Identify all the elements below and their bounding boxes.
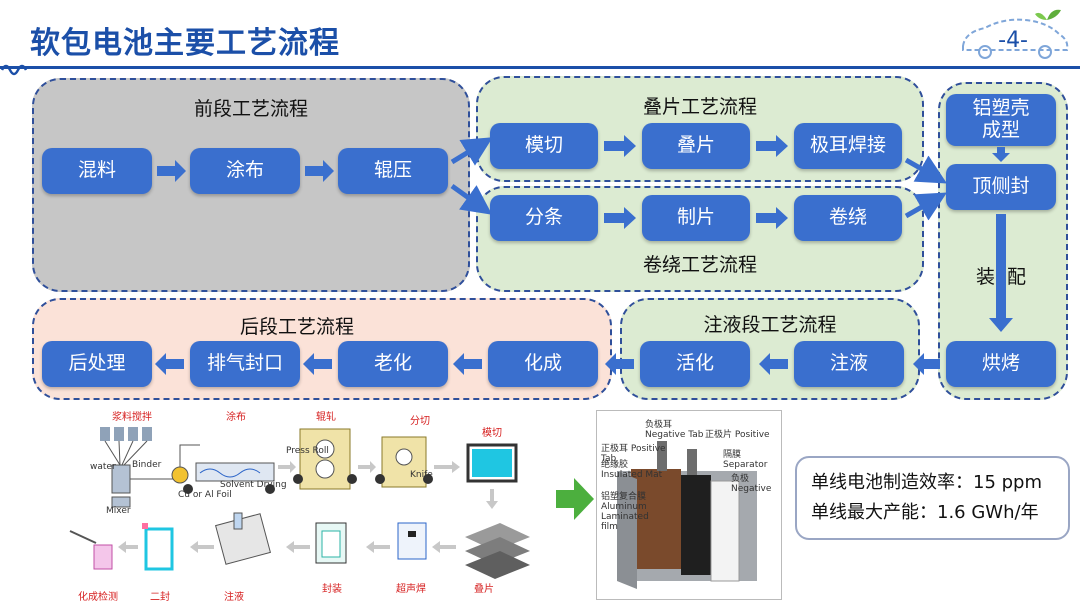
packaging-illustration <box>315 522 347 564</box>
step-aging[interactable]: 老化 <box>338 341 448 387</box>
step-formation[interactable]: 化成 <box>488 341 598 387</box>
arrow-left-icon <box>453 353 482 375</box>
second-seal-illustration <box>142 523 174 571</box>
label-rolling: 辊轧 <box>316 412 336 423</box>
step-winding[interactable]: 卷绕 <box>794 195 902 241</box>
step-electrolyte-injection[interactable]: 注液 <box>794 341 904 387</box>
process-illustration <box>69 427 530 579</box>
arrow-left-icon <box>913 353 940 375</box>
arrow-diagonal-icon <box>450 183 493 215</box>
arrow-diagonal-icon <box>904 155 948 184</box>
car-logo-icon <box>962 9 1069 59</box>
green-arrow-icon <box>556 478 594 520</box>
step-mixing[interactable]: 混料 <box>42 148 152 194</box>
step-coating[interactable]: 涂布 <box>190 148 300 194</box>
stack-illustration <box>465 523 530 579</box>
step-pouch-forming[interactable]: 铝塑壳 成型 <box>946 94 1056 146</box>
die-cut-illustration <box>466 443 518 483</box>
step-slitting[interactable]: 分条 <box>490 195 598 241</box>
step-electrode-making[interactable]: 制片 <box>642 195 750 241</box>
arrow-down-icon <box>992 147 1010 162</box>
label-formation-test: 化成检测 <box>78 592 118 603</box>
winding-process-label: 卷绕工艺流程 <box>642 254 757 276</box>
cell-label-negative-tab: 负极耳 Negative Tab <box>645 420 704 440</box>
cell-label-positive-tab: 正极耳 Positive Tab <box>601 444 666 464</box>
capacity-stat: 单线最大产能：1.6 GWh/年 <box>811 502 1039 523</box>
cell-label-insulated: 绝缘胶 Insulated Mat <box>601 460 663 480</box>
sublabel-water: water <box>90 462 116 472</box>
ultrasonic-weld-illustration <box>397 522 427 560</box>
sublabel-foil: Cu or Al Foil <box>178 490 232 500</box>
assembly-label: 装 配 <box>975 266 1027 288</box>
back-process-label: 后段工艺流程 <box>239 316 354 338</box>
label-ultrasonic-weld: 超声焊 <box>396 584 426 595</box>
mixer-illustration <box>100 427 200 508</box>
step-tab-welding[interactable]: 极耳焊接 <box>794 123 902 169</box>
front-process-label: 前段工艺流程 <box>193 98 308 120</box>
slitter-illustration <box>375 436 433 488</box>
coater-illustration <box>171 462 275 494</box>
injection-illustration <box>214 512 272 565</box>
press-roll-illustration <box>293 428 357 490</box>
arrow-right-icon <box>604 135 636 157</box>
pouch-cell-diagram: 正极片 Positive 负极耳 Negative Tab 正极耳 Positi… <box>596 410 782 600</box>
label-slitting: 分切 <box>410 416 430 427</box>
arrow-left-icon <box>155 353 184 375</box>
arrow-right-icon <box>756 135 788 157</box>
sublabel-mixer: Mixer <box>106 506 131 516</box>
label-packaging: 封装 <box>322 584 342 595</box>
arrow-right-icon <box>604 207 636 229</box>
arrow-diagonal-icon <box>450 137 493 166</box>
page-number: -4- <box>998 28 1028 53</box>
step-stacking[interactable]: 叠片 <box>642 123 750 169</box>
arrow-right-icon <box>157 160 186 182</box>
step-degassing-sealing[interactable]: 排气封口 <box>190 341 300 387</box>
sublabel-solvent-drying: Solvent Drying <box>220 480 287 490</box>
sublabel-knife: Knife <box>410 470 433 480</box>
cell-label-separator: 隔膜 Separator <box>723 450 768 470</box>
step-activation[interactable]: 活化 <box>640 341 750 387</box>
arrow-right-icon <box>305 160 334 182</box>
header-rule <box>0 66 1080 69</box>
step-post-processing[interactable]: 后处理 <box>42 341 152 387</box>
cell-label-laminated-film: 铝塑复合膜 Aluminum Laminated film <box>601 492 649 532</box>
sublabel-binder: Binder <box>132 460 162 470</box>
injection-process-label: 注液段工艺流程 <box>703 314 837 336</box>
step-baking[interactable]: 烘烤 <box>946 341 1056 387</box>
label-stacking: 叠片 <box>474 584 494 595</box>
formation-test-illustration <box>69 530 113 570</box>
arrow-left-icon <box>759 353 788 375</box>
label-injection: 注液 <box>224 592 244 603</box>
efficiency-stat: 单线电池制造效率：15 ppm <box>811 472 1043 493</box>
arrow-down-icon <box>989 214 1013 332</box>
label-coating: 涂布 <box>226 412 246 423</box>
arrow-left-icon <box>605 353 634 375</box>
label-die-cutting: 模切 <box>482 428 502 439</box>
sublabel-press-roll: Press Roll <box>286 446 329 456</box>
label-second-seal: 二封 <box>150 592 170 603</box>
arrow-right-icon <box>756 207 788 229</box>
wave-icon <box>0 64 28 76</box>
stacking-process-label: 叠片工艺流程 <box>642 96 757 118</box>
page-title: 软包电池主要工艺流程 <box>30 26 340 61</box>
step-rolling[interactable]: 辊压 <box>338 148 448 194</box>
arrow-left-icon <box>303 353 332 375</box>
step-top-side-sealing[interactable]: 顶侧封 <box>946 164 1056 210</box>
production-stats-box: 单线电池制造效率：15 ppm 单线最大产能：1.6 GWh/年 <box>795 456 1070 540</box>
label-slurry-mixing: 浆料搅拌 <box>112 412 152 423</box>
step-die-cutting[interactable]: 模切 <box>490 123 598 169</box>
arrow-diagonal-icon <box>904 192 948 221</box>
cell-label-negative: 负极 Negative <box>731 474 772 494</box>
cell-label-positive: 正极片 Positive <box>705 430 770 440</box>
